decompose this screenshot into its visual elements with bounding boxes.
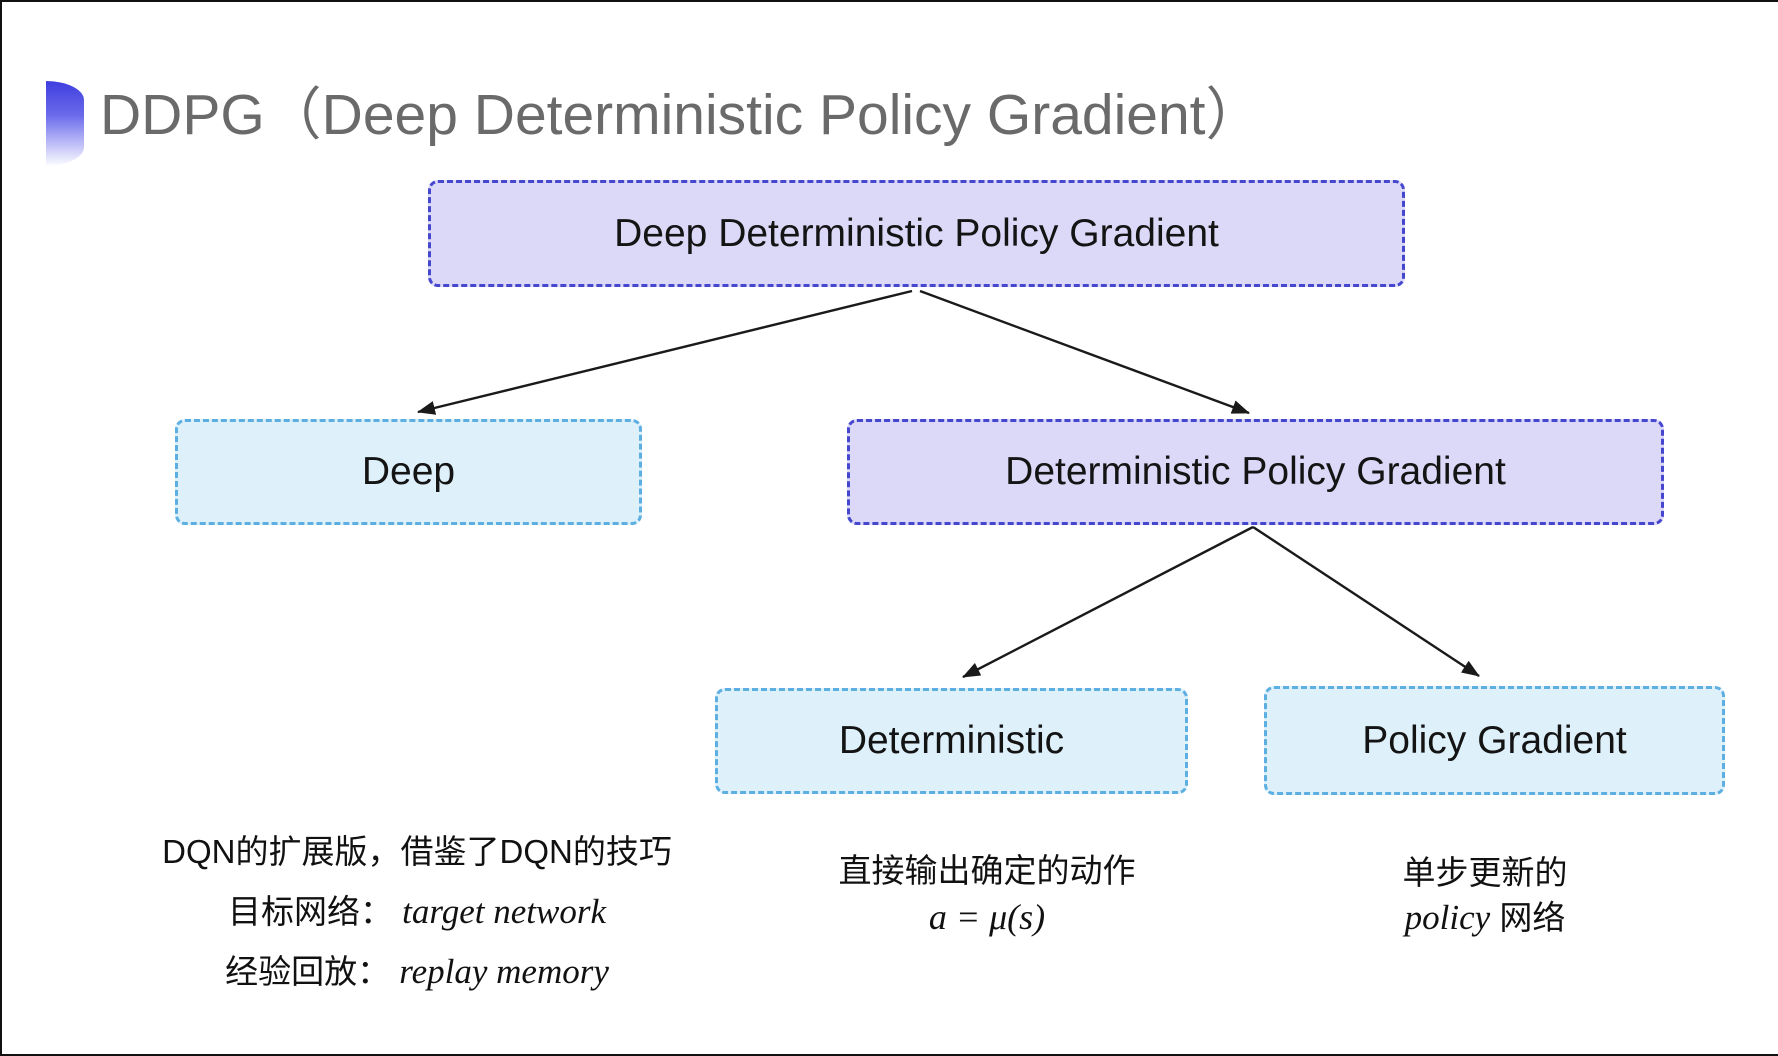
edge-root-dpg [919, 289, 1250, 415]
edge-dpg-deterministic [962, 525, 1254, 679]
annotation-label: 经验回放： [225, 953, 391, 990]
formula-text: a = μ(s) [928, 897, 1046, 937]
node-deterministic: Deterministic [715, 688, 1188, 794]
page-title: DDPG（Deep Deterministic Policy Gradient） [100, 83, 1263, 147]
title-bullet-icon [46, 81, 84, 166]
annotation-term: policy [1404, 898, 1491, 937]
node-label: Deep Deterministic Policy Gradient [614, 211, 1219, 255]
annotation-term: replay memory [399, 952, 609, 991]
annotation-line: 单步更新的 [1235, 850, 1735, 895]
annotation-term: target network [402, 892, 606, 931]
annotation-text: 直接输出确定的动作 [838, 852, 1136, 889]
node-label: Policy Gradient [1362, 718, 1627, 762]
annotation-policy-gradient-notes: 单步更新的 policy 网络 [1235, 850, 1735, 940]
annotation-line: 直接输出确定的动作 [737, 848, 1237, 894]
annotation-line: a = μ(s) [737, 894, 1237, 941]
annotation-deterministic-notes: 直接输出确定的动作 a = μ(s) [737, 848, 1237, 941]
annotation-text: 单步更新的 [1402, 854, 1568, 891]
edge-root-deep [417, 289, 913, 415]
node-deep-deterministic-policy-gradient: Deep Deterministic Policy Gradient [428, 180, 1405, 287]
node-label: Deep [361, 450, 456, 493]
annotation-text: DQN的扩展版，借鉴了DQN的技巧 [162, 833, 672, 870]
node-deterministic-policy-gradient: Deterministic Policy Gradient [847, 419, 1664, 525]
node-label: Deterministic Policy Gradient [1005, 450, 1506, 493]
annotation-line: 经验回放： replay memory [112, 942, 722, 1002]
node-policy-gradient: Policy Gradient [1264, 686, 1725, 795]
annotation-line: policy 网络 [1235, 895, 1735, 940]
annotation-line: DQN的扩展版，借鉴了DQN的技巧 [112, 822, 722, 882]
node-label: Deterministic [838, 719, 1065, 762]
edge-dpg-policy-gradient [1252, 525, 1480, 678]
annotation-text: 网络 [1499, 899, 1566, 936]
annotation-line: 目标网络： target network [112, 882, 722, 942]
annotation-label: 目标网络： [228, 893, 393, 930]
node-deep: Deep [175, 419, 642, 525]
annotation-dqn-notes: DQN的扩展版，借鉴了DQN的技巧 目标网络： target network 经… [112, 822, 722, 1002]
